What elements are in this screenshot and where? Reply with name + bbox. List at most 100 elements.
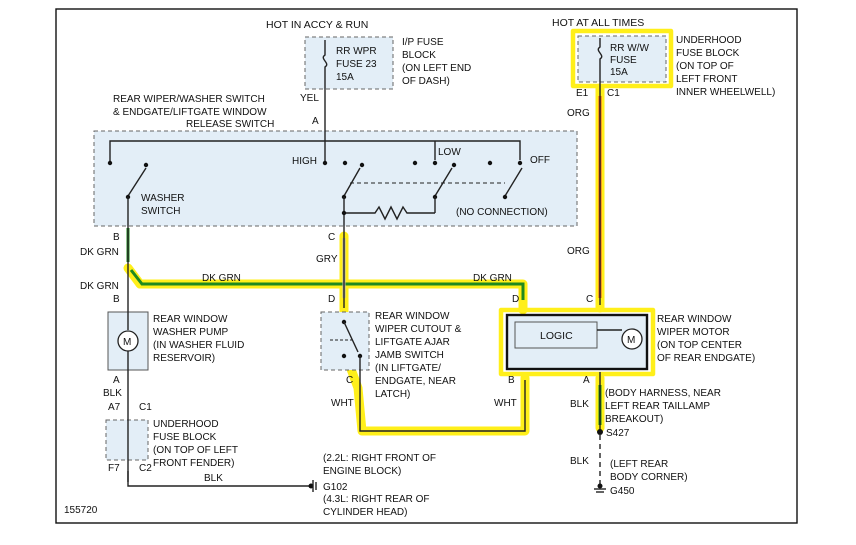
underhood-bottom-a7: A7 bbox=[108, 402, 121, 413]
wire-wht-label-2: WHT bbox=[494, 398, 517, 409]
switch-pin-a: A bbox=[312, 116, 319, 127]
underhood-bottom-label-3: (ON TOP OF LEFT bbox=[153, 445, 238, 456]
ip-fuse-number: FUSE 23 bbox=[336, 59, 377, 70]
underhood-top-label-4: LEFT FRONT bbox=[676, 74, 737, 85]
cutout-switch-out bbox=[359, 356, 526, 432]
cutout-label-1: REAR WINDOW bbox=[375, 311, 450, 322]
ip-fuse-name: RR WPR bbox=[336, 46, 377, 57]
pump-label-2: WASHER PUMP bbox=[153, 327, 229, 338]
fuse-icon bbox=[322, 40, 328, 90]
cutout-pin-d: D bbox=[328, 294, 335, 305]
underhood-bottom-label-4: FRONT FENDER) bbox=[153, 458, 234, 469]
splice-icon bbox=[597, 429, 603, 435]
underhood-top-fuse-name: RR W/W bbox=[610, 43, 649, 54]
cutout-label-4: JAMB SWITCH bbox=[375, 350, 444, 361]
wire-wht-label-1: WHT bbox=[331, 398, 354, 409]
switch-box bbox=[93, 130, 578, 227]
pump-label-1: REAR WINDOW bbox=[153, 314, 228, 325]
underhood-bottom-f7: F7 bbox=[108, 463, 120, 474]
underhood-bottom-box bbox=[105, 419, 149, 461]
switch-contact bbox=[342, 160, 348, 166]
switch-contact bbox=[322, 160, 328, 166]
cutout-switch-box bbox=[320, 311, 370, 371]
wire-org-label-1: ORG bbox=[567, 108, 590, 119]
pump-label-4: RESERVOIR) bbox=[153, 353, 215, 364]
switch-title-1: REAR WIPER/WASHER SWITCH bbox=[113, 94, 265, 105]
motor-pin-d: D bbox=[512, 294, 519, 305]
g450-label: G450 bbox=[610, 486, 635, 497]
underhood-top-fuse-word: FUSE bbox=[610, 55, 637, 66]
wire-dkgrn-label-1: DK GRN bbox=[80, 247, 119, 258]
pump-pin-b: B bbox=[113, 294, 120, 305]
splice-note-3: BREAKOUT) bbox=[605, 414, 663, 425]
mode-switch-blade-1 bbox=[343, 167, 361, 197]
g102-label: G102 bbox=[323, 482, 348, 493]
g102-note-2a: (4.3L: RIGHT REAR OF bbox=[323, 494, 430, 505]
underhood-top-label-1: UNDERHOOD bbox=[676, 35, 742, 46]
motor-pin-a: A bbox=[583, 375, 590, 386]
wiper-motor-label-2: WIPER MOTOR bbox=[657, 327, 730, 338]
switch-contact bbox=[143, 162, 149, 168]
ip-fuse-rating: 15A bbox=[336, 72, 354, 83]
ip-fuse-block-label-4: OF DASH) bbox=[402, 76, 450, 87]
wire-dkgrn-label-3: DK GRN bbox=[202, 273, 241, 284]
ground-icon bbox=[594, 483, 606, 493]
cutout-label-2: WIPER CUTOUT & bbox=[375, 324, 462, 335]
mode-switch-blade-2 bbox=[434, 167, 453, 197]
diagram-frame bbox=[55, 8, 798, 524]
wire-blk-label-3: BLK bbox=[570, 399, 589, 410]
pump-pin-a: A bbox=[113, 375, 120, 386]
switch-contact bbox=[517, 160, 523, 166]
resistor-icon bbox=[344, 205, 435, 221]
motor-pin-b: B bbox=[508, 375, 515, 386]
wire-blk-label-4: BLK bbox=[570, 456, 589, 467]
motor-pin-c: C bbox=[586, 294, 593, 305]
switch-contact bbox=[487, 160, 493, 166]
underhood-bottom-c1: C1 bbox=[139, 402, 152, 413]
washer-switch-blade bbox=[127, 167, 147, 197]
highlight-wiper-motor bbox=[498, 307, 656, 377]
no-connection-label: (NO CONNECTION) bbox=[456, 207, 548, 218]
g450-note-2: BODY CORNER) bbox=[610, 472, 688, 483]
underhood-top-label-3: (ON TOP OF bbox=[676, 61, 734, 72]
underhood-bottom-label-2: FUSE BLOCK bbox=[153, 432, 217, 443]
ip-fuse-block-label-1: I/P FUSE bbox=[402, 37, 444, 48]
washer-switch-label-2: SWITCH bbox=[141, 206, 180, 217]
switch-title-2: & ENDGATE/LIFTGATE WINDOW bbox=[113, 107, 267, 118]
ip-fuse-block-label-2: BLOCK bbox=[402, 50, 436, 61]
cutout-label-5: (IN LIFTGATE/ bbox=[375, 363, 441, 374]
underhood-top-label-2: FUSE BLOCK bbox=[676, 48, 740, 59]
switch-pin-c: C bbox=[328, 232, 335, 243]
underhood-top-fuse-rating: 15A bbox=[610, 67, 628, 78]
highlight-dkgrn-wire bbox=[123, 263, 528, 315]
motor-icon bbox=[621, 328, 643, 350]
wire-org-label-2: ORG bbox=[567, 246, 590, 257]
wiper-motor-label-4: OF REAR ENDGATE) bbox=[657, 353, 755, 364]
switch-contact bbox=[451, 162, 457, 168]
washer-switch-label-1: WASHER bbox=[141, 193, 185, 204]
cutout-switch-blade bbox=[343, 321, 359, 353]
splice-note-2: LEFT REAR TAILLAMP bbox=[605, 401, 710, 412]
wire-blk-label-1: BLK bbox=[103, 388, 122, 399]
wire-blk-ground bbox=[127, 471, 310, 487]
ground-icon bbox=[308, 480, 317, 492]
underhood-top-label-5: INNER WHEELWELL) bbox=[676, 87, 775, 98]
fuse-icon bbox=[597, 38, 603, 90]
switch-contact bbox=[502, 194, 508, 200]
splice-dot bbox=[341, 210, 347, 216]
switch-contact bbox=[359, 162, 365, 168]
splice-id: S427 bbox=[606, 428, 630, 439]
underhood-top-fuse-box bbox=[577, 35, 667, 83]
power-accy-run-label: HOT IN ACCY & RUN bbox=[266, 19, 368, 31]
underhood-top-e1: E1 bbox=[576, 88, 589, 99]
switch-low-label: LOW bbox=[438, 147, 461, 158]
switch-contact bbox=[432, 160, 438, 166]
switch-contact bbox=[412, 160, 418, 166]
pump-motor-symbol: M bbox=[123, 337, 131, 348]
wire-dkgrn-core-2 bbox=[129, 269, 525, 300]
ip-fuse-block-label-3: (ON LEFT END bbox=[402, 63, 471, 74]
switch-contact bbox=[341, 353, 347, 359]
logic-label: LOGIC bbox=[540, 330, 573, 342]
wire-blk-label-2: BLK bbox=[204, 473, 223, 484]
g450-note-1: (LEFT REAR bbox=[610, 459, 668, 470]
